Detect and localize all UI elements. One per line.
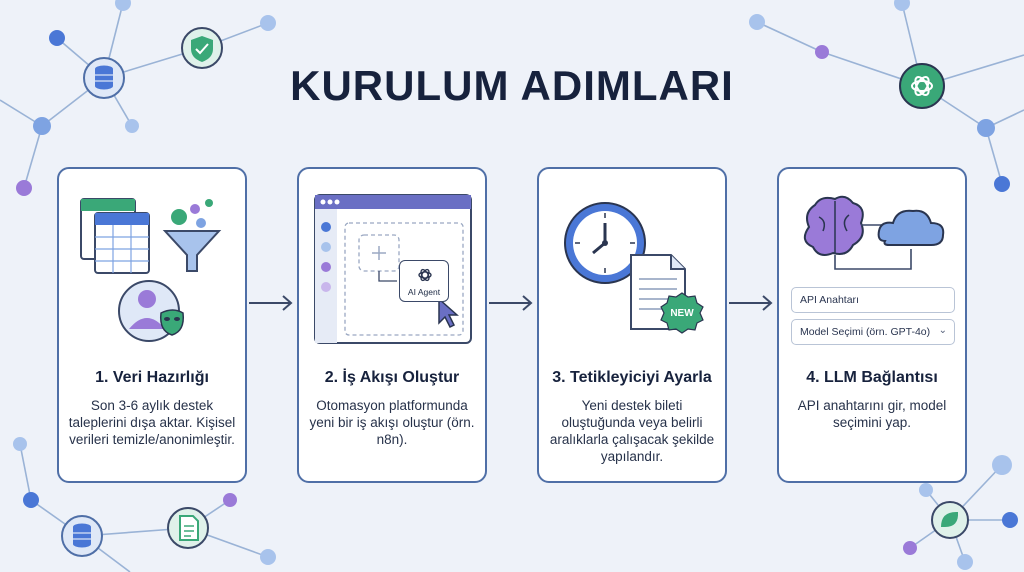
arrow-1-to-2 <box>249 295 293 311</box>
step-2-title: 2. İş Akışı Oluştur <box>324 369 460 386</box>
clock-icon <box>564 202 646 284</box>
api-key-field[interactable]: API Anahtarı <box>791 287 955 313</box>
step-1-title: 1. Veri Hazırlığı <box>95 369 209 386</box>
new-badge-icon: NEW <box>660 292 704 334</box>
step-card-1: 1. Veri Hazırlığı Son 3-6 aylık destek t… <box>57 167 247 483</box>
document-icon-bottom <box>167 507 209 549</box>
arrow-2-to-3 <box>489 295 533 311</box>
database-icon-bottom <box>61 515 103 557</box>
step-card-4: API Anahtarı Model Seçimi (örn. GPT-4o) … <box>777 167 967 483</box>
step-3-description: Yeni destek bileti oluştuğunda veya beli… <box>549 398 715 464</box>
llm-illustration <box>803 195 945 270</box>
step-3-title: 3. Tetikleyiciyi Ayarla <box>552 369 712 386</box>
step-4-title: 4. LLM Bağlantısı <box>806 369 938 386</box>
model-select-value: Model Seçimi (örn. GPT-4o) <box>800 326 931 338</box>
chat-leaf-icon <box>931 501 969 539</box>
step-2-description: Otomasyon platformunda yeni bir iş akışı… <box>309 398 475 447</box>
model-select[interactable]: Model Seçimi (örn. GPT-4o) ⌄ <box>791 319 955 345</box>
step-card-3: NEW 3. Tetikleyiciyi Ayarla Yeni destek … <box>537 167 727 483</box>
step-card-2: AI Agent 2. İş Akışı Oluştur Otomasyon p… <box>297 167 487 483</box>
funnel-icon <box>162 199 222 272</box>
new-badge-text: NEW <box>670 308 694 319</box>
shield-icon <box>181 27 223 69</box>
database-icon <box>83 57 125 99</box>
ai-agent-label: AI Agent <box>407 287 441 297</box>
openai-logo-icon <box>899 63 945 109</box>
chevron-down-icon: ⌄ <box>938 325 947 336</box>
page-title: KURULUM ADIMLARI <box>290 62 734 109</box>
trigger-illustration: NEW <box>564 202 704 334</box>
workflow-illustration <box>314 194 472 344</box>
connector-line <box>834 224 912 270</box>
step-1-description: Son 3-6 aylık destek taleplerini dışa ak… <box>68 398 236 447</box>
step-4-description: API anahtarını gir, model seçimini yap. <box>797 398 947 430</box>
arrow-3-to-4 <box>729 295 773 311</box>
spreadsheet-icon <box>80 198 150 274</box>
cloud-icon <box>877 209 945 246</box>
ai-agent-node: AI Agent <box>399 260 449 302</box>
brain-icon <box>803 195 864 256</box>
masked-user-icon <box>118 280 185 342</box>
data-prep-illustration <box>80 198 222 342</box>
ai-agent-node-icon <box>418 268 432 282</box>
workflow-window-icon <box>314 194 472 344</box>
cursor-icon <box>438 297 459 329</box>
